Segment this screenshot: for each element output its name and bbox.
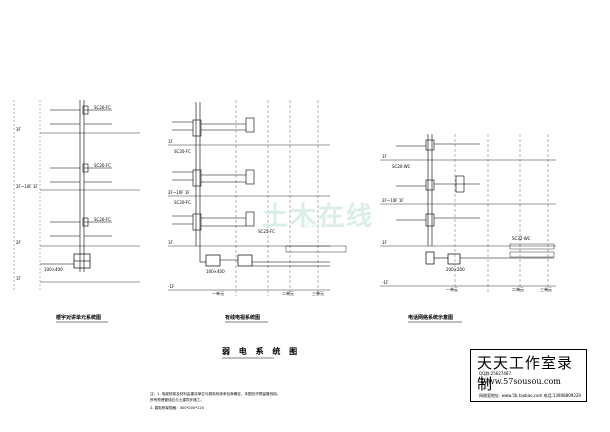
tv-branch-lower (172, 211, 255, 231)
floor-label: 1F (382, 240, 387, 245)
caption-intercom: 楼宇对讲单元系统图 (56, 315, 102, 321)
watermark-sub: CO188.COM (300, 222, 346, 229)
floor-label: 3F (16, 127, 21, 132)
caption-tel-network: 电话网络系统示意图 (408, 315, 454, 321)
floor-branch-1 (50, 105, 112, 125)
conduit-label: SC32-WC (512, 236, 531, 241)
floor-label: 2F~10F 1F (168, 190, 190, 195)
stamp-qq: QQ群:25627487 (479, 371, 512, 376)
tel-branch-mid (396, 175, 480, 193)
unit-label: 三单元 (540, 287, 552, 292)
watermark-logo: 土木在线 (262, 202, 375, 232)
tel-branch-upper (396, 139, 480, 151)
caption-catv: 有线电视系统图 (225, 315, 261, 321)
floor-label: -1F (168, 284, 175, 289)
floor-label: 1F (16, 276, 21, 281)
conduit-label: SC20-FC (174, 149, 191, 154)
unit-label: 二单元 (282, 291, 294, 296)
floor-label: -1F (382, 280, 389, 285)
conduit-label: SC20-FC (94, 217, 111, 222)
floor-label: 1F (168, 139, 173, 144)
floor-label: 1F (168, 240, 173, 245)
note-line-1: 注：1. 电缆桥架及材料由建设单位与弱电系统承包商确定，本图仅作预留管线用。 (150, 392, 281, 396)
box-label: 200×200 (446, 267, 465, 272)
tv-branch-mid (172, 169, 255, 187)
catv-system-diagram (168, 100, 347, 296)
stamp-site: www.57sousou.com (481, 377, 561, 386)
tel-branch-lower (396, 213, 480, 227)
box-label: 100×400 (206, 269, 225, 274)
note-line-3: 2. 弱电桥架规格：300*200*120 (150, 406, 204, 410)
conduit-label: SC25-FC (258, 229, 275, 234)
sheet-title: 弱 电 系 统 图 (222, 347, 301, 356)
caption-underlines (56, 321, 462, 359)
tel-network-system-diagram (380, 134, 556, 294)
stamp-contact: 网络室地址: www.5b.taobao.com 电话:13908809229 (479, 393, 581, 398)
unit-label: 三单元 (312, 291, 324, 296)
floor-label: 2F~10F 1F (16, 184, 38, 189)
floor-branch-3 (50, 217, 112, 237)
floor-label: 2F (16, 240, 21, 245)
studio-stamp: 天天工作室录制 QQ群:25627487 www.57sousou.com 网络… (470, 349, 587, 402)
conduit-label: SC20-WC (392, 164, 411, 169)
tv-branch-upper (172, 117, 255, 137)
box-label: 100×400 (44, 267, 63, 272)
intercom-system-diagram (13, 100, 140, 290)
floor-label: 1F (382, 154, 387, 159)
conduit-label: SC20-FC (174, 200, 191, 205)
unit-label: 一单元 (212, 291, 224, 296)
conduit-label: SC20-FC (94, 163, 111, 168)
note-line-2: 所有预埋管线应与土建同步施工。 (150, 398, 204, 402)
floor-branch-2 (50, 163, 112, 183)
stamp-name: 天天工作室录制 (477, 354, 574, 393)
unit-label: 二单元 (512, 287, 524, 292)
unit-label: 一单元 (446, 287, 458, 292)
conduit-label: SC20-FC (94, 105, 111, 110)
floor-label: 2F~10F 1F (382, 198, 404, 203)
